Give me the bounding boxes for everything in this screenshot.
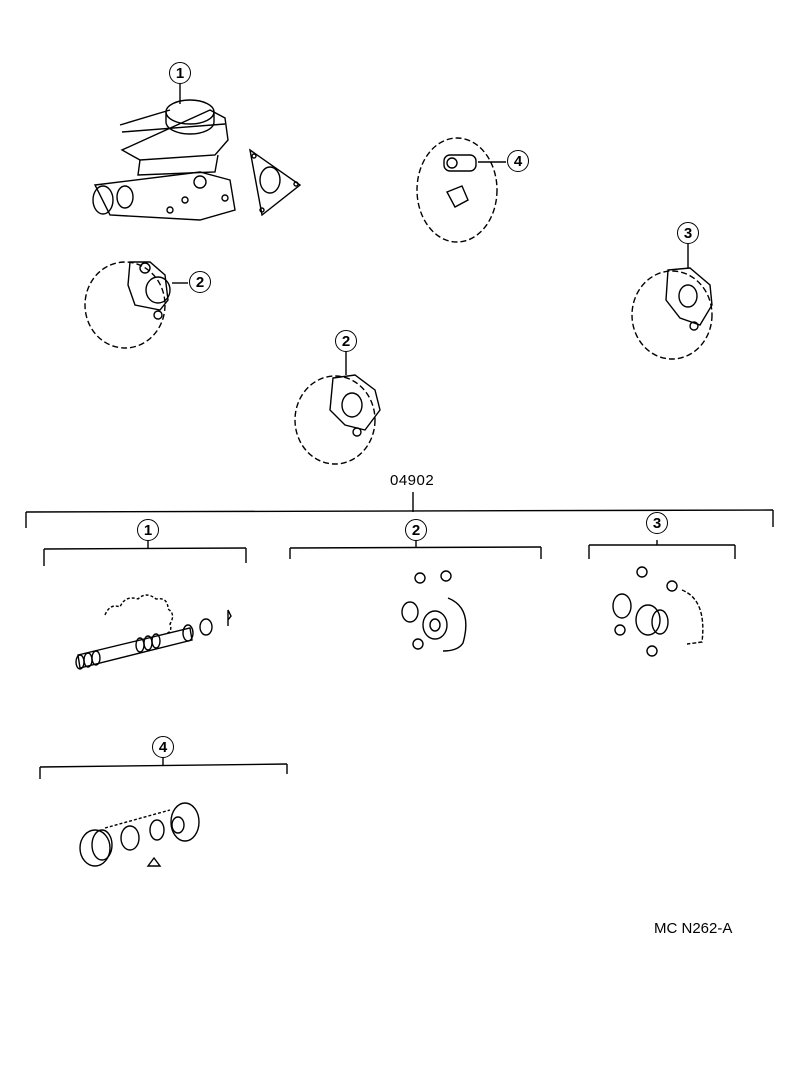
wheel-cylinder-illustration: [416, 137, 506, 243]
callout-4-wheel-cylinder: 4: [507, 150, 529, 172]
callout-2-caliper-left: 2: [189, 271, 211, 293]
kit-3-illustration: [612, 566, 704, 657]
kit-group-2-callout: 2: [405, 519, 427, 541]
kit-1-illustration: [75, 594, 232, 670]
kit-group-3-callout: 3: [646, 512, 668, 534]
kit-part-number: 04902: [390, 472, 435, 489]
caliper-right-illustration: [631, 244, 713, 360]
kit-bracket-tree: [25, 492, 774, 779]
callout-3-caliper-right: 3: [677, 222, 699, 244]
callout-2-caliper-center: 2: [335, 330, 357, 352]
kit-4-illustration: [79, 802, 200, 867]
kit-group-4-callout: 4: [152, 736, 174, 758]
diagram-code: MC N262-A: [654, 920, 733, 937]
caliper-center-illustration: [294, 352, 381, 465]
caliper-left-illustration: [84, 261, 188, 349]
kit-2-illustration: [401, 570, 467, 652]
callout-1-master-cylinder: 1: [169, 62, 191, 84]
master-cylinder-illustration: [92, 84, 302, 221]
kit-group-1-callout: 1: [137, 519, 159, 541]
